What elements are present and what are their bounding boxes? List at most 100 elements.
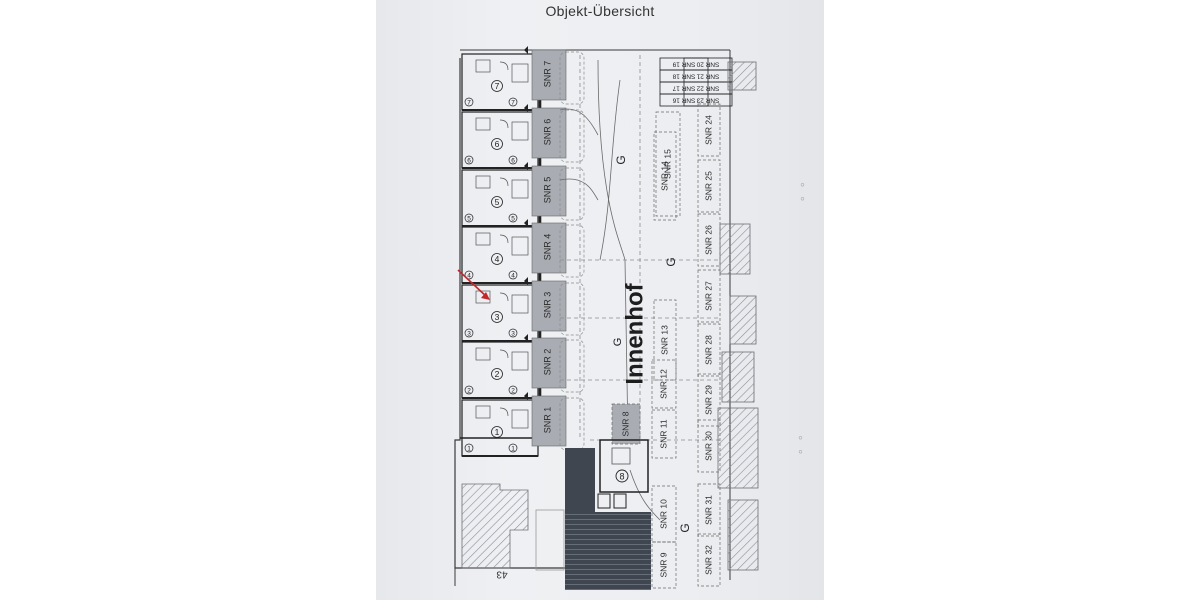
plot-label: SNR 30 (703, 431, 713, 461)
garden-plot: SNR 15 (655, 111, 681, 217)
plot-label: SNR 12 (658, 369, 668, 399)
garden-plot: SNR 4 (531, 222, 585, 278)
house-number: 4 (495, 254, 500, 264)
plot-label: SNR 10 (658, 499, 668, 529)
house-number-small: 6 (467, 158, 471, 165)
unit-8-building: 8 (597, 439, 649, 509)
house-unit: 2 2 2 (461, 334, 539, 399)
binder-ring-icon: ◦ (800, 176, 805, 192)
courtyard-dashes (560, 55, 720, 441)
garden-plot: SNR 8 (611, 403, 641, 445)
garden-plot: SNR 9 (651, 541, 677, 589)
plot-label: SNR 14 (659, 161, 669, 191)
house-number-small: 5 (467, 216, 471, 223)
plot-label: SNR 6 (542, 119, 552, 146)
unit-number: 8 (619, 472, 624, 482)
garden-plot: SNR 14 (653, 131, 677, 221)
page-title: Objekt-Übersicht (545, 3, 655, 19)
garage-marker: G (612, 338, 624, 347)
neighbor-buildings (717, 61, 759, 571)
driveway-lines (559, 59, 661, 521)
plot-label: SNR 4 (542, 234, 552, 261)
neighbor-building-bottom (461, 483, 565, 571)
plot-label: SNR 26 (703, 225, 713, 255)
house-number-small: 7 (511, 100, 515, 107)
plot-label: SNR 20 (696, 60, 719, 67)
garden-plot: SNR 24 (697, 103, 721, 157)
house-number-small: 6 (511, 158, 515, 165)
plot-label: SNR 31 (703, 495, 713, 525)
plot-label: SNR 13 (659, 325, 669, 355)
house-number: 1 (495, 427, 500, 437)
house-number-small: 2 (511, 388, 515, 395)
binder-ring-icon: ◦ (798, 429, 803, 445)
garden-plot: SNR 31 (697, 483, 721, 537)
plot-label: SNR 15 (662, 149, 672, 179)
garden-plot: SNR 11 (651, 409, 677, 459)
house-number-small: 3 (511, 331, 515, 338)
house-unit: 5 5 5 (461, 162, 539, 227)
binder-ring-icon: ◦ (798, 443, 803, 459)
plot-label: SNR 29 (703, 385, 713, 415)
plot-label: SNR 27 (703, 281, 713, 311)
plot-label: SNR 8 (620, 411, 630, 436)
plot-label: SNR 32 (703, 545, 713, 575)
house-unit: 1 1 1 (461, 392, 539, 457)
garden-plot: SNR 26 (697, 213, 721, 267)
garage-marker: G (614, 155, 628, 164)
left-garden-plots: SNR 1 SNR 2 SNR 3 SNR 4 SNR 5 SNR 6 SNR 7 (531, 49, 585, 451)
plot-label: SNR 1 (542, 407, 552, 434)
garden-plot: SNR 6 (531, 107, 585, 163)
plot-label: SNR 9 (658, 552, 668, 577)
house-number: 5 (495, 197, 500, 207)
garden-plot: SNR 32 (697, 533, 721, 587)
plot-label: SNR 2 (542, 349, 552, 376)
house-number-small: 4 (467, 273, 471, 280)
small-plot: SNR 23 (683, 93, 733, 107)
garden-plot: SNR 30 (697, 419, 721, 473)
plot-label: SNR 11 (658, 419, 668, 448)
house-number-small: 4 (511, 273, 515, 280)
house-unit: 6 6 6 (461, 104, 539, 169)
house-number-small: 3 (467, 331, 471, 338)
plot-label: SNR 28 (703, 335, 713, 365)
plot-label: SNR 24 (703, 115, 713, 145)
highlight-arrow (457, 269, 490, 300)
garage-marker: G (678, 523, 692, 532)
house-number-small: 5 (511, 216, 515, 223)
house-number-small: 1 (511, 446, 515, 453)
plot-label: SNR 3 (542, 292, 552, 319)
garden-plot: SNR 12 (651, 359, 677, 409)
plot-label: SNR 7 (542, 61, 552, 88)
garden-plot: SNR 1 (531, 395, 585, 451)
plot-label: SNR 23 (696, 96, 719, 103)
bottom-marker: 43 (496, 568, 508, 579)
garden-plot: SNR 29 (697, 373, 721, 427)
binder-ring-icon: ◦ (800, 190, 805, 206)
garage-marker: G (664, 257, 678, 266)
garden-plot: SNR 10 (651, 485, 677, 543)
house-number-small: 2 (467, 388, 471, 395)
house-unit: 4 4 4 (461, 219, 539, 284)
garden-plot: SNR 5 (531, 165, 585, 221)
plot-label: SNR 5 (542, 177, 552, 204)
house-number-small: 7 (467, 100, 471, 107)
house-number-small: 1 (467, 446, 471, 453)
garden-plot: SNR 2 (531, 337, 585, 393)
garden-plot: SNR 3 (531, 280, 585, 336)
parking-block (565, 448, 651, 590)
garden-plot: SNR 28 (697, 323, 721, 377)
plot-label: SNR 21 (696, 72, 719, 79)
house-number: 6 (495, 139, 500, 149)
house-number: 2 (495, 369, 500, 379)
courtyard-label: Innenhof (621, 282, 648, 384)
